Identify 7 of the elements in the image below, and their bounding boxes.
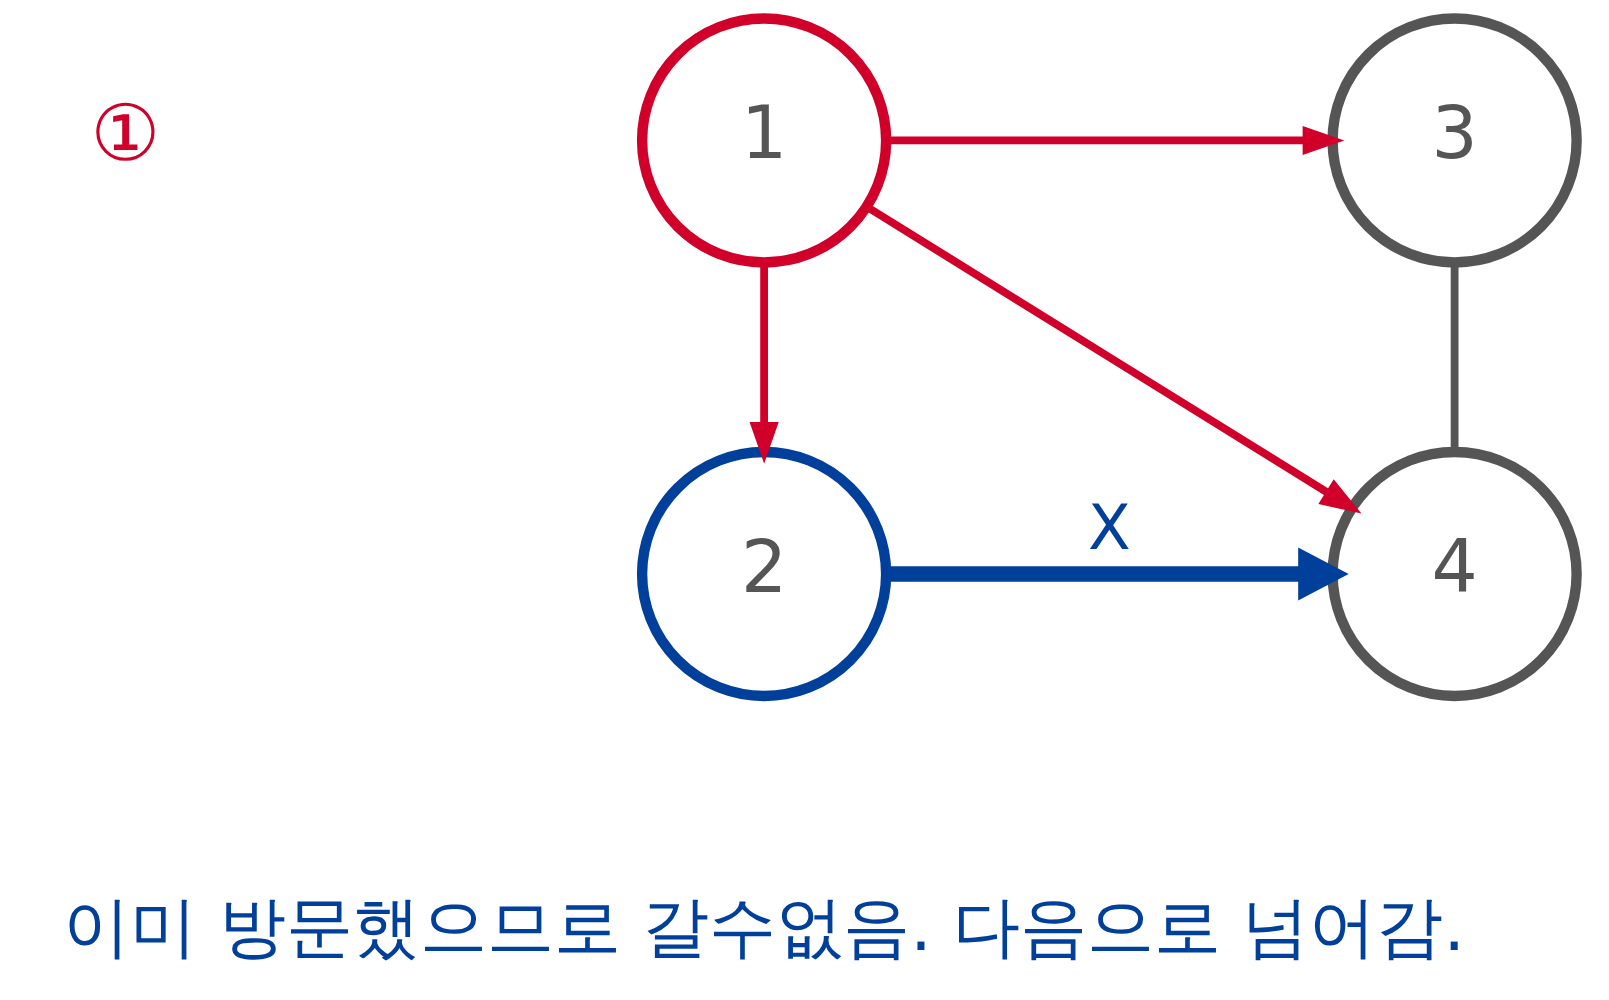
- label: ①: [90, 87, 160, 178]
- node-circle: 1: [636, 13, 891, 268]
- node-circle: 2: [636, 446, 891, 702]
- node-circle: 3: [1326, 13, 1582, 268]
- label: 이미 방문했으므로 갈수없음. 다음으로 넘어감.: [62, 886, 1465, 966]
- node-circle: 4: [1326, 446, 1582, 702]
- edge-label: X: [1087, 490, 1131, 564]
